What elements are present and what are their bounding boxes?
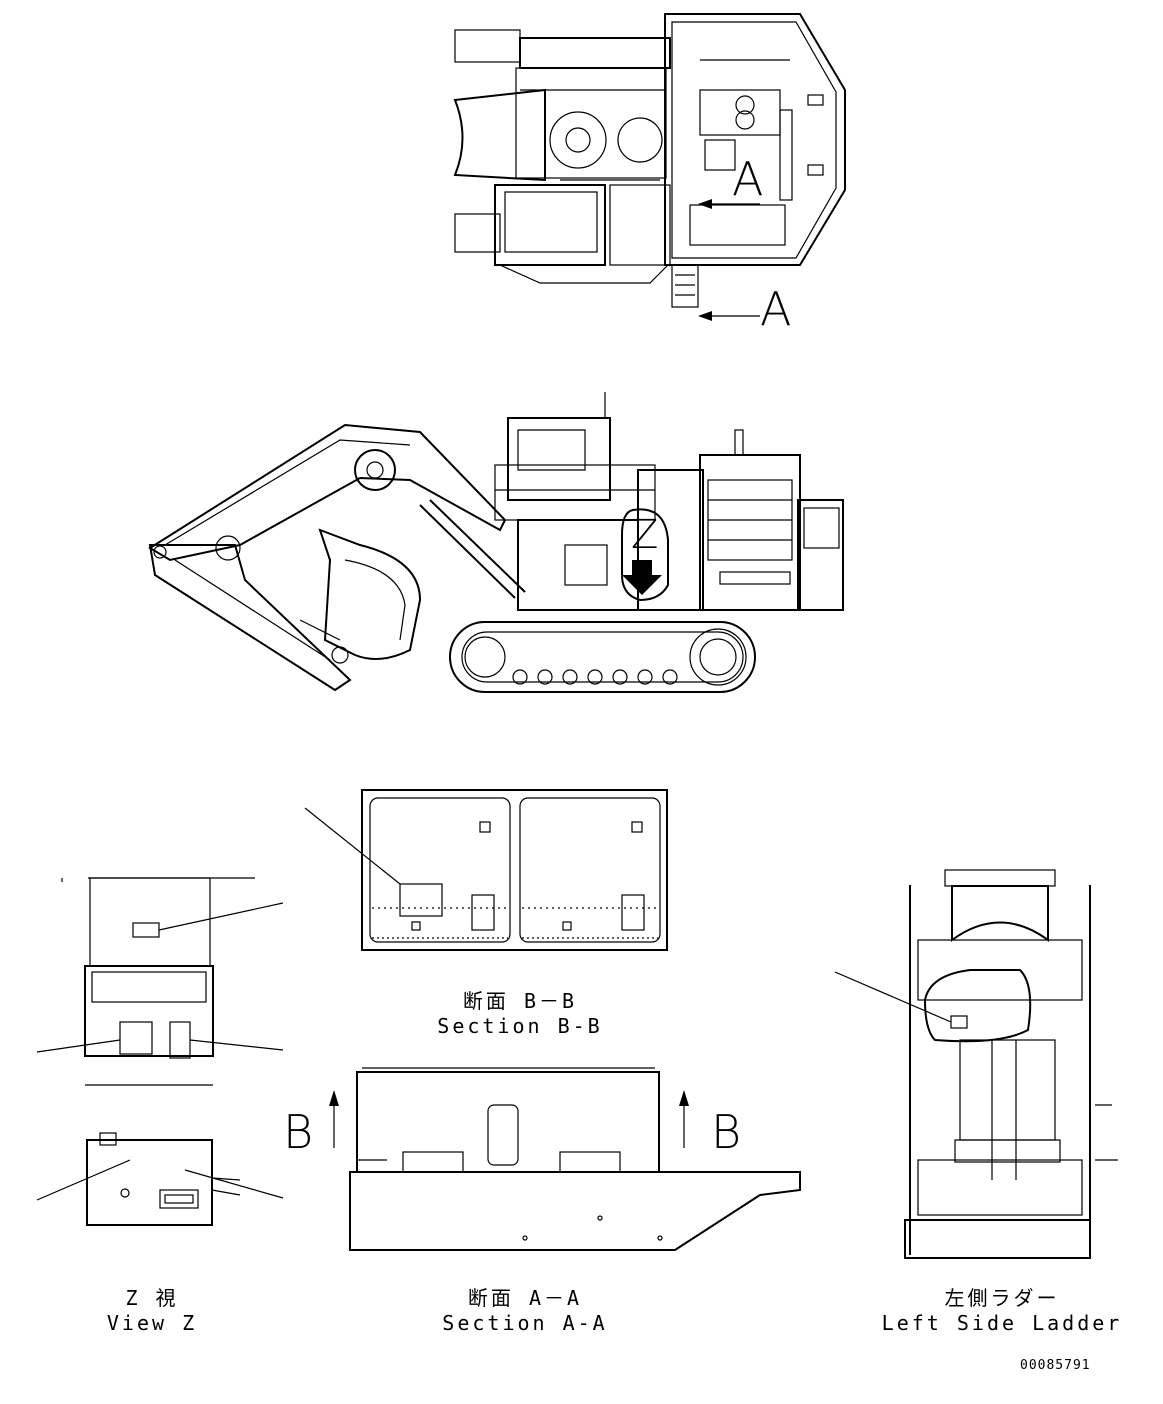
caption-view-z-en: View Z bbox=[106, 1311, 198, 1335]
section-bb-drawing bbox=[304, 789, 668, 951]
side-view-machine bbox=[148, 392, 844, 693]
caption-section-aa: 断面 A－A Section A-A bbox=[442, 1282, 607, 1335]
caption-section-bb: 断面 B－B Section B-B bbox=[437, 985, 602, 1038]
track-rollers bbox=[512, 669, 678, 685]
caption-left-side-ladder-en: Left Side Ladder bbox=[881, 1311, 1123, 1335]
caption-left-side-ladder: 左側ラダー Left Side Ladder bbox=[882, 1282, 1123, 1335]
caption-section-bb-en: Section B-B bbox=[437, 1014, 603, 1038]
part-number: 00085791 bbox=[1020, 1358, 1091, 1373]
left-side-ladder-drawing bbox=[834, 869, 1118, 1259]
caption-section-aa-en: Section A-A bbox=[442, 1311, 608, 1335]
view-mark-z: Z bbox=[631, 512, 659, 558]
leader-line bbox=[36, 1159, 131, 1201]
leader-line bbox=[184, 1169, 284, 1199]
label-plate bbox=[169, 1021, 191, 1059]
label-plate bbox=[132, 922, 160, 938]
leader-line bbox=[189, 1039, 284, 1051]
label-plate bbox=[119, 1021, 153, 1055]
caption-view-z: Z 視 View Z bbox=[107, 1282, 197, 1335]
top-view-machine bbox=[453, 13, 846, 321]
section-mark-a-top: A bbox=[732, 152, 764, 206]
label-plate bbox=[950, 1015, 968, 1029]
view-z-drawing bbox=[36, 877, 284, 1226]
leader-line bbox=[158, 902, 284, 931]
section-mark-b-left: B bbox=[283, 1105, 314, 1159]
leader-line bbox=[834, 971, 952, 1023]
label-plate bbox=[399, 883, 443, 917]
leader-line bbox=[36, 1039, 121, 1053]
leader-line bbox=[304, 807, 401, 885]
caption-view-z-jp: Z 視 bbox=[125, 1286, 179, 1310]
caption-left-side-ladder-jp: 左側ラダー bbox=[944, 1286, 1060, 1310]
section-aa-drawing bbox=[329, 1067, 801, 1251]
section-mark-b-right: B bbox=[711, 1105, 742, 1159]
caption-section-aa-jp: 断面 A－A bbox=[467, 1286, 583, 1310]
caption-section-bb-jp: 断面 B－B bbox=[462, 989, 578, 1013]
section-mark-a-bottom: A bbox=[760, 282, 792, 336]
